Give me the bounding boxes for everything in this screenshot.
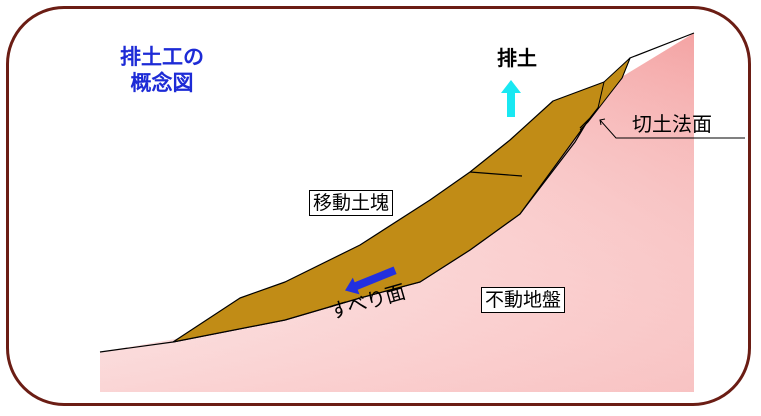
cut-slope-leader-arrowhead [599,118,606,126]
removal-label: 排土 [497,46,537,70]
cut-slope-label: 切土法面 [632,112,712,136]
slip-direction-arrow-icon [345,266,397,295]
title-line-1: 排土工の [120,45,204,69]
stable-ground-label: 不動地盤 [481,287,566,313]
diagram-title: 排土工の 概念図 [120,44,204,96]
removal-arrow-icon [501,80,521,117]
title-line-2: 概念図 [130,71,194,95]
cut-slope-notch [579,57,631,131]
cut-slope-leader-line [599,119,745,139]
soil-block-boundary [469,171,523,177]
moving-mass-label: 移動土塊 [309,190,394,216]
